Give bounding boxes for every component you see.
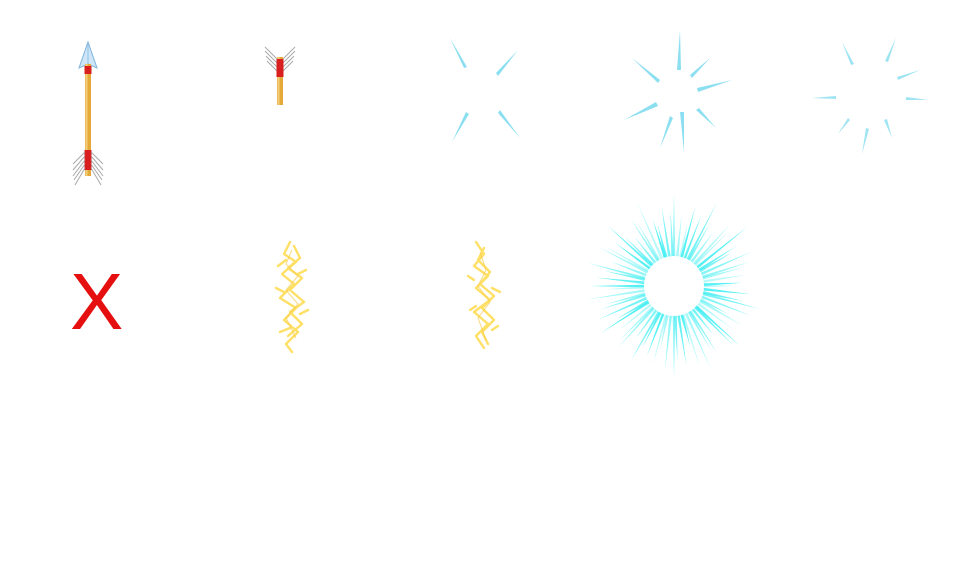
burst-ray: [657, 224, 668, 258]
burst-ray: [637, 221, 661, 261]
burst-ray: [620, 306, 654, 340]
lightning-icon: [272, 240, 312, 354]
burst-ray: [693, 224, 730, 265]
burst-ray: [619, 303, 652, 330]
burst-ray: [700, 252, 751, 276]
burst-ray: [694, 306, 733, 345]
burst-ray: [695, 305, 740, 346]
burst-ray: [590, 284, 644, 288]
sparkle-icon: [440, 32, 530, 152]
burst-ray: [703, 287, 751, 295]
arrow-icon: [70, 40, 106, 188]
burst-ray: [616, 299, 649, 319]
burst-ray: [600, 293, 646, 310]
sparkle-icon: [808, 34, 932, 158]
burst-ray: [703, 282, 742, 286]
burst-ray: [598, 296, 648, 320]
burst-ray: [681, 314, 700, 366]
burst-ray: [683, 215, 702, 259]
burst-ray: [646, 313, 665, 356]
burst-ray: [607, 225, 653, 267]
burst-ray: [596, 277, 645, 285]
lightning-icon: [464, 240, 504, 352]
burst-ray: [702, 292, 759, 309]
burst-ray: [605, 246, 649, 273]
burst-ray: [672, 316, 676, 377]
burst-ray: [699, 252, 732, 273]
burst-ray: [653, 314, 668, 365]
burst-ray: [635, 309, 658, 339]
burst-ray: [598, 247, 648, 274]
burst-ray: [625, 237, 654, 266]
burst-ray: [587, 289, 645, 300]
burst-ray: [694, 231, 729, 266]
x-mark-icon: X: [70, 257, 124, 346]
burst-ray: [691, 308, 713, 335]
burst-ray: [661, 206, 671, 257]
burst-ray: [660, 315, 669, 349]
burst-ray: [698, 246, 736, 271]
burst-ray: [600, 301, 650, 333]
burst-ray: [684, 312, 711, 369]
burst-ray: [664, 315, 673, 371]
burst-ray: [700, 298, 729, 314]
burst-ray: [701, 295, 751, 316]
burst-ray: [687, 223, 710, 261]
burst-ray: [686, 203, 717, 260]
burst-ray: [637, 202, 664, 260]
burst-ray: [680, 314, 691, 347]
burst-ray: [610, 261, 647, 277]
burst-ray: [690, 232, 713, 263]
burst-ray: [704, 284, 734, 288]
burst-ray: [615, 242, 651, 270]
sparkle-icon: [620, 28, 740, 158]
burst-ray: [699, 299, 742, 325]
burst-ray: [672, 194, 676, 256]
burst-ray: [687, 311, 711, 350]
burst-ray: [680, 206, 696, 258]
burst-ray: [703, 291, 744, 302]
burst-icon: [587, 194, 759, 377]
burst-ray: [677, 315, 687, 365]
burst-ray: [697, 302, 733, 329]
burst-ray: [588, 263, 646, 280]
burst-ray: [702, 262, 749, 279]
burst-ray: [618, 307, 655, 347]
burst-ray: [675, 215, 682, 257]
burst-ray: [631, 311, 661, 361]
burst-ray: [634, 236, 657, 264]
burst-ray: [642, 312, 662, 348]
burst-ray: [703, 274, 748, 283]
burst-ray: [702, 267, 744, 280]
burst-ray: [630, 218, 659, 262]
arrow-tail-icon: [262, 43, 298, 109]
burst-ray: [689, 310, 717, 353]
burst-ray: [605, 292, 646, 305]
burst-ray: [652, 219, 667, 258]
burst-ray: [679, 222, 688, 257]
burst-ray: [696, 227, 748, 269]
burst-ray: [603, 270, 645, 281]
